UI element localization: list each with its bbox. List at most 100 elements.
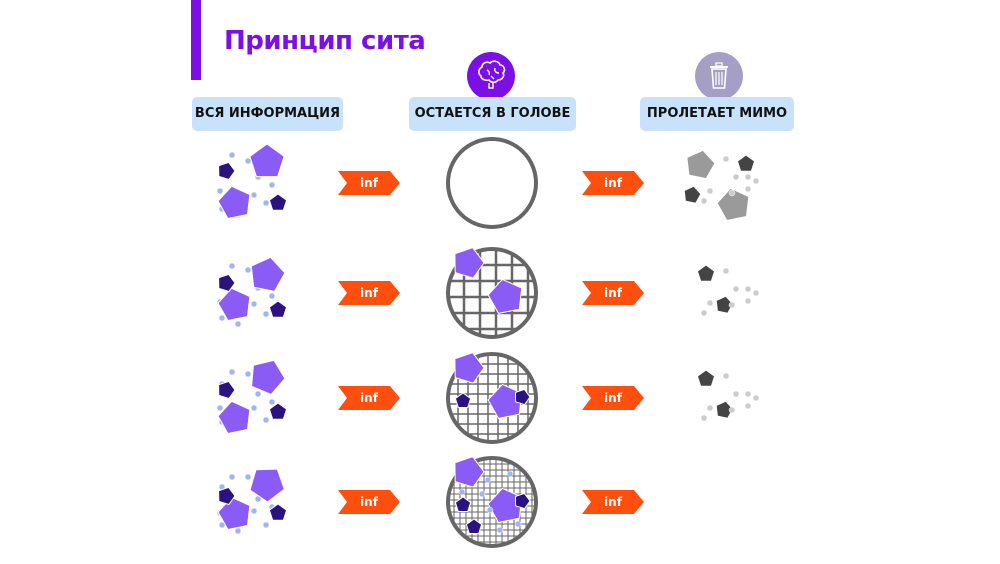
caught-small-piece (454, 496, 472, 512)
dot (262, 416, 270, 424)
small-info-piece (268, 193, 288, 211)
arrow-shape (582, 386, 644, 410)
arrow-shape (338, 171, 400, 195)
dot (728, 189, 736, 197)
dot (700, 414, 708, 422)
dot (228, 473, 236, 481)
inf-arrow: inf (338, 281, 400, 305)
large-info-piece (249, 468, 285, 503)
caught-small-piece (514, 388, 531, 406)
large-info-piece (249, 143, 285, 178)
dot (228, 151, 236, 159)
header-stays: ОСТАЕТСЯ В ГОЛОВЕ (409, 97, 576, 131)
dot (268, 292, 276, 300)
caught-large-piece (454, 352, 485, 384)
dot (706, 404, 714, 412)
large-info-piece (217, 496, 251, 531)
arrow-shape (338, 281, 400, 305)
small-info-piece (218, 161, 236, 181)
dot (752, 394, 760, 402)
dot (268, 181, 276, 189)
dot (732, 390, 740, 398)
arrow-label: inf (360, 176, 379, 190)
small-info-piece (218, 273, 236, 293)
dot (250, 404, 258, 412)
brain-icon (467, 52, 515, 100)
dot (744, 390, 752, 398)
diagram-row: inf inf (216, 456, 644, 548)
header-passes: ПРОЛЕТАЕТ МИМО (640, 97, 794, 131)
arrow-label: inf (604, 391, 623, 405)
sieve-rim (446, 456, 538, 548)
dot (744, 297, 752, 305)
dot (458, 488, 466, 496)
large-info-piece (217, 400, 251, 435)
small-info-piece (268, 503, 288, 521)
dot (728, 406, 736, 414)
caught-small-piece (454, 392, 472, 408)
large-info-piece (217, 185, 251, 220)
dot (244, 370, 252, 378)
dot (234, 320, 242, 328)
caught-small-piece (514, 492, 531, 510)
lost-small-piece (696, 264, 716, 282)
arrow-label: inf (360, 391, 379, 405)
diagram-row: inf inf (216, 247, 760, 339)
dot (732, 173, 740, 181)
arrow-shape (338, 386, 400, 410)
dot (506, 470, 514, 478)
dot (706, 299, 714, 307)
dot (752, 289, 760, 297)
trash-icon (695, 52, 743, 100)
dot (250, 300, 258, 308)
lost-small-piece (696, 369, 716, 387)
dot (228, 262, 236, 270)
dot (744, 173, 752, 181)
dot (728, 301, 736, 309)
inf-arrow: inf (582, 281, 644, 305)
dot (484, 476, 492, 484)
dot (244, 157, 252, 165)
diagram-row: inf inf (216, 137, 760, 229)
inf-arrow: inf (338, 490, 400, 514)
inf-arrow: inf (582, 490, 644, 514)
dot (722, 372, 730, 380)
sieve-fine (446, 456, 538, 548)
large-info-piece (217, 287, 251, 322)
inf-arrow: inf (582, 386, 644, 410)
arrow-label: inf (360, 495, 379, 509)
caught-large-piece (454, 247, 485, 279)
sieve-none (446, 137, 538, 229)
arrow-label: inf (360, 286, 379, 300)
lost-small-piece (683, 185, 702, 204)
dot (244, 266, 252, 274)
caught-large-piece (487, 278, 523, 314)
sieve-rim (446, 352, 538, 444)
dot (216, 404, 224, 412)
header-all-info: ВСЯ ИНФОРМАЦИЯ (192, 97, 343, 131)
arrow-label: inf (604, 495, 623, 509)
dot (218, 314, 226, 322)
small-info-piece (268, 402, 288, 420)
diagram-row: inf inf (216, 352, 760, 444)
dot (234, 527, 242, 535)
dot (268, 398, 276, 406)
small-info-piece (218, 380, 236, 400)
inf-arrow: inf (582, 171, 644, 195)
dot (700, 309, 708, 317)
dot (262, 521, 270, 529)
dot (228, 368, 236, 376)
arrow-shape (582, 281, 644, 305)
dot (244, 473, 252, 481)
dot (514, 520, 522, 528)
sieve-rim (446, 137, 538, 229)
dot (744, 185, 752, 193)
arrow-shape (582, 490, 644, 514)
small-info-piece (218, 486, 236, 506)
dot (706, 187, 714, 195)
dot (752, 177, 760, 185)
caught-large-piece (454, 456, 485, 488)
dot (744, 285, 752, 293)
lost-large-piece (716, 187, 750, 222)
